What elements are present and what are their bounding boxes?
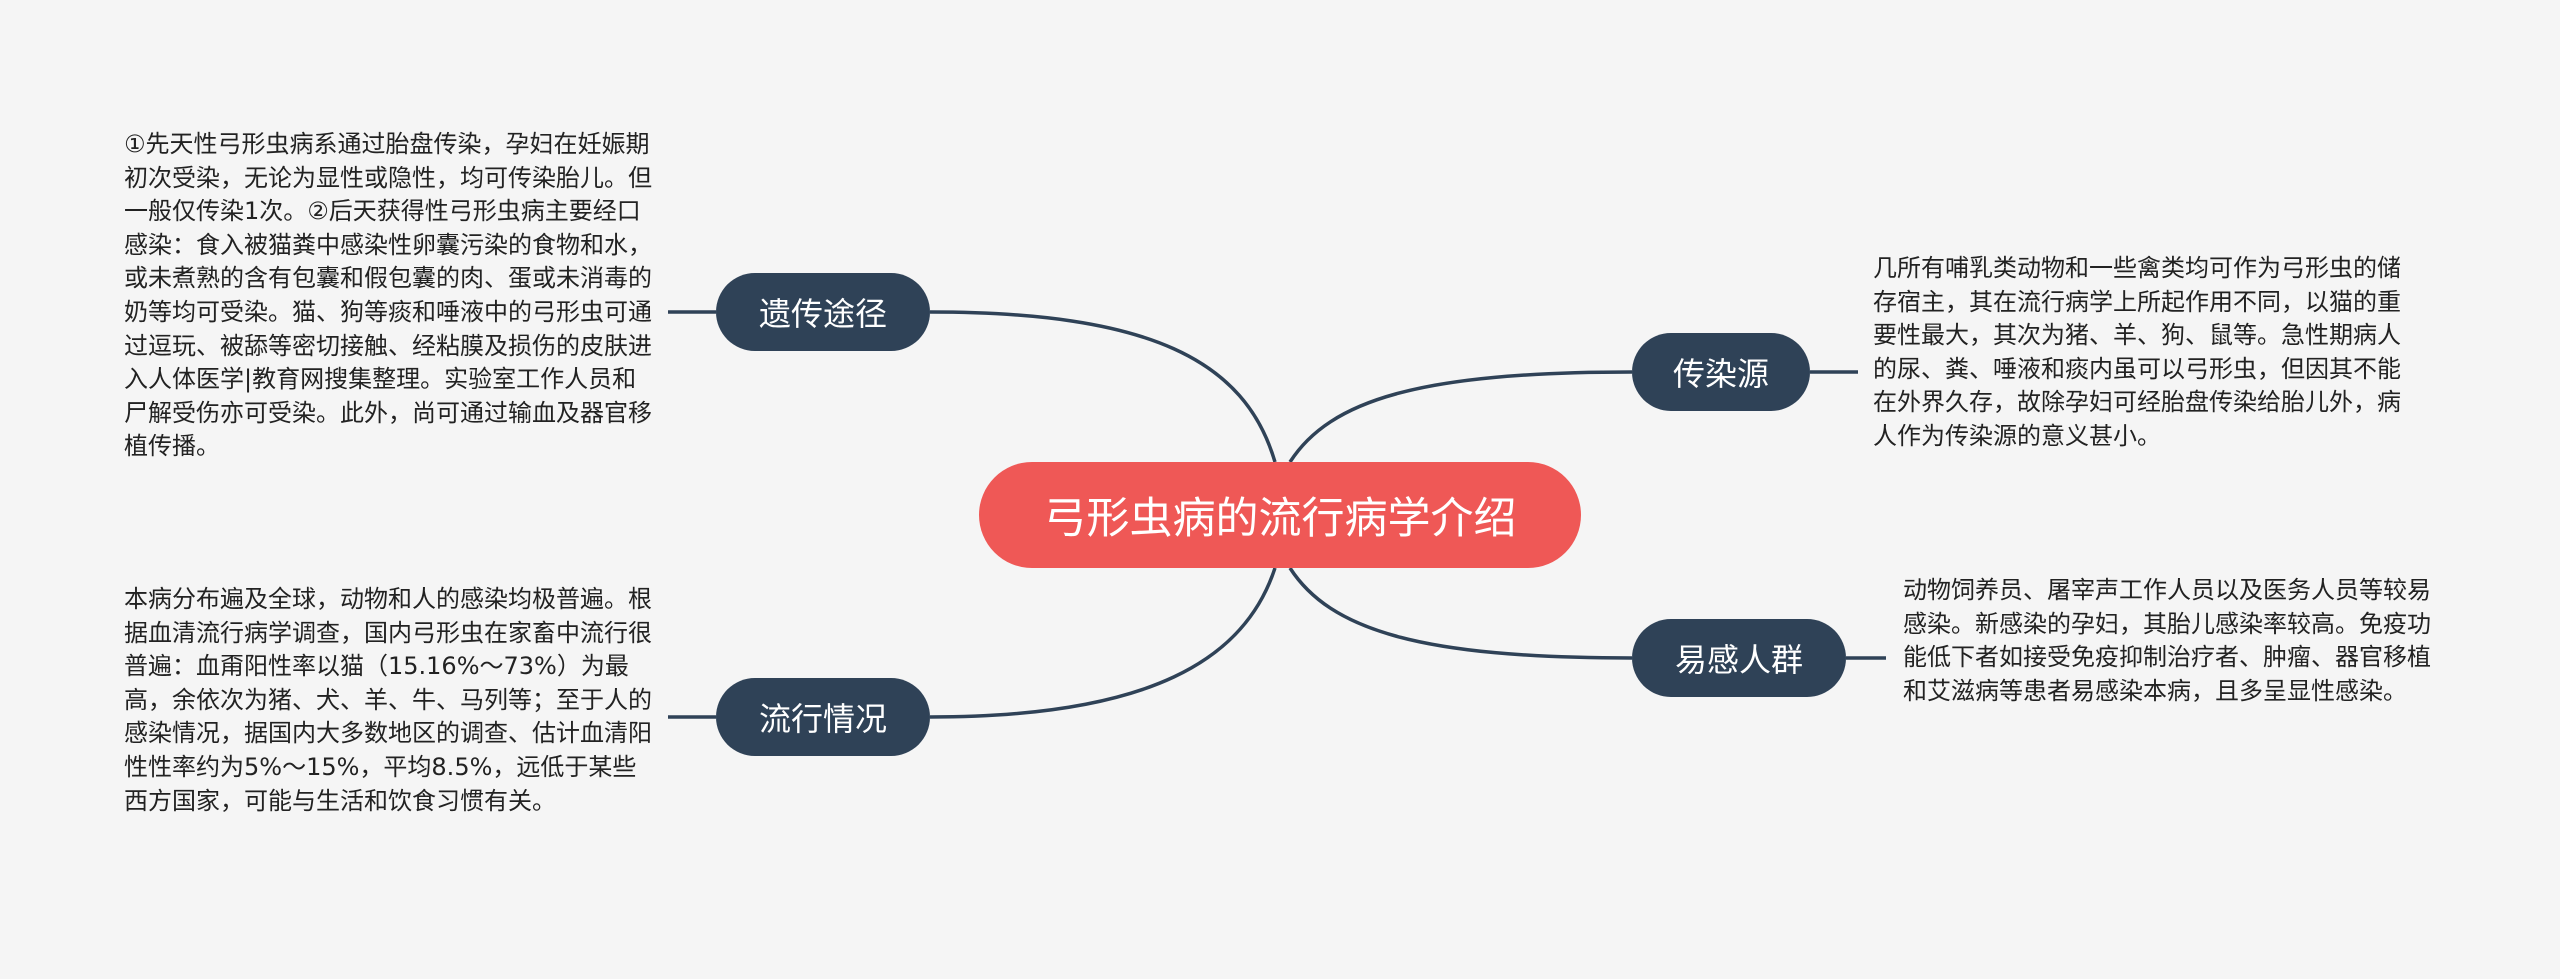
- connector-prevalence: [929, 567, 1277, 719]
- connector-heredity: [929, 310, 1277, 463]
- branch-prevalence[interactable]: 流行情况: [716, 678, 930, 756]
- susceptible-description: 动物饲养员、屠宰声工作人员以及医务人员等较易感染。新感染的孕妇，其胎儿感染率较高…: [1903, 576, 2431, 705]
- source-description: 几所有哺乳类动物和一些禽类均可作为弓形虫的储存宿主，其在流行病学上所起作用不同，…: [1873, 254, 2401, 450]
- central-topic-title: 弓形虫病的流行病学介绍: [1043, 494, 1517, 544]
- branch-susceptible-label: 易感人群: [1674, 641, 1803, 679]
- branch-prevalence-label: 流行情况: [758, 700, 887, 738]
- branch-source-label: 传染源: [1672, 355, 1769, 393]
- connector-susceptible: [1288, 567, 1633, 660]
- connector-source: [1288, 370, 1633, 463]
- branch-heredity[interactable]: 遗传途径: [716, 273, 930, 351]
- central-topic[interactable]: 弓形虫病的流行病学介绍: [979, 462, 1581, 568]
- branch-source[interactable]: 传染源: [1632, 333, 1810, 411]
- prevalence-description: 本病分布遍及全球，动物和人的感染均极普遍。根据血清流行病学调查，国内弓形虫在家畜…: [124, 585, 652, 815]
- branch-susceptible[interactable]: 易感人群: [1632, 619, 1846, 697]
- heredity-description: ①先天性弓形虫病系通过胎盘传染，孕妇在妊娠期初次受染，无论为显性或隐性，均可传染…: [124, 130, 652, 461]
- branch-heredity-label: 遗传途径: [758, 295, 887, 333]
